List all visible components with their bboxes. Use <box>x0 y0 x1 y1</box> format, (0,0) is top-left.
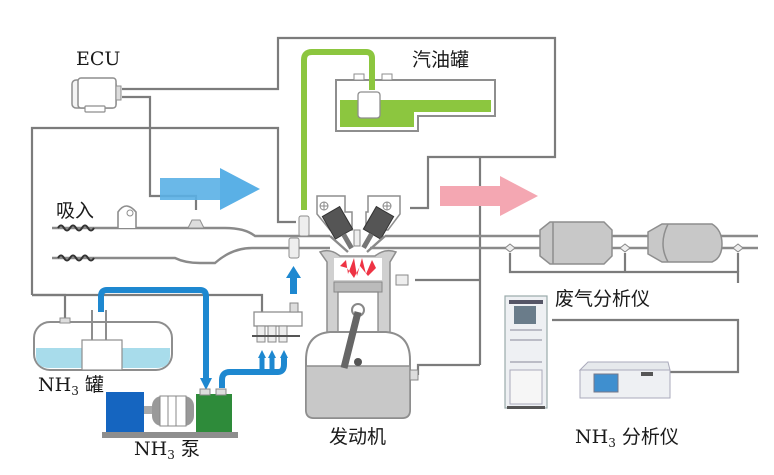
nh3-supply-line <box>98 287 209 380</box>
exhaust-probe-3 <box>732 243 744 253</box>
engine-label: 发动机 <box>329 426 387 448</box>
gasoline-fuel-line <box>301 49 375 210</box>
intake-flow-arrow <box>160 168 260 210</box>
engine <box>305 195 480 419</box>
catalyst-2 <box>647 223 723 263</box>
nh3-inject-arrow <box>286 266 301 294</box>
nh3-tank <box>33 310 173 371</box>
crank-sensor-icon <box>409 369 419 381</box>
intake-manifold <box>52 205 330 265</box>
gasoline-tank-label: 汽油罐 <box>412 49 470 71</box>
ecu-unit <box>71 77 122 113</box>
ecu-label: ECU <box>76 48 121 70</box>
catalyst-1 <box>539 221 613 265</box>
exhaust-probe-1 <box>504 243 516 253</box>
intake-sensor-icon <box>187 219 205 229</box>
exhaust-system <box>480 221 758 265</box>
gasoline-tank <box>335 73 496 132</box>
nh3-pump-label: NH3 泵 <box>134 438 200 462</box>
exhaust-analyzer-label: 废气分析仪 <box>555 288 651 310</box>
exhaust-analyzer-device <box>504 295 548 409</box>
nh3-analyzer-device <box>578 361 671 399</box>
nh3-injector-icon <box>288 237 300 259</box>
nh3-tank-label: NH3 罐 <box>38 374 104 398</box>
nh3-pump <box>102 388 238 438</box>
throttle-valve-icon <box>117 205 137 228</box>
intake-label: 吸入 <box>56 200 95 222</box>
exhaust-flow-arrow <box>440 176 538 216</box>
nh3-injector-rail <box>252 302 303 343</box>
exhaust-probe-2 <box>619 243 631 253</box>
nh3-pump-to-rail-line <box>219 356 287 388</box>
combustion-icon <box>340 258 376 278</box>
gasoline-injector-icon <box>298 215 310 237</box>
nh3-analyzer-label: NH3 分析仪 <box>575 426 679 450</box>
spark-plug-icon <box>353 229 361 247</box>
intake-filter-icon <box>57 224 95 232</box>
knock-sensor-icon <box>395 274 409 286</box>
